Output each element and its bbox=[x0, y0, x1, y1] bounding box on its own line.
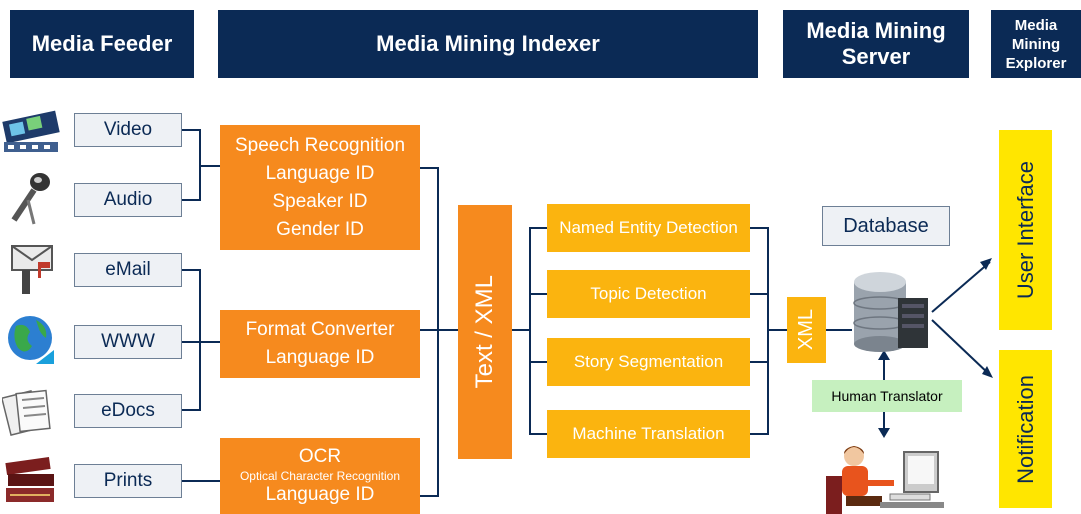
ocr-language-id: Language ID bbox=[265, 484, 375, 505]
books-icon bbox=[5, 456, 54, 502]
header-explorer-line1: Media bbox=[1014, 16, 1058, 34]
ocr-title: OCR bbox=[298, 446, 342, 467]
speech-processor-box: Speech Recognition Language ID Speaker I… bbox=[220, 125, 420, 250]
header-media-mining-server: Media Mining Server bbox=[783, 10, 969, 78]
speech-line-2: Language ID bbox=[265, 162, 375, 184]
documents-icon bbox=[2, 389, 51, 436]
database-label: Database bbox=[843, 214, 929, 237]
globe-icon bbox=[8, 316, 54, 364]
format-processor-box: Format Converter Language ID bbox=[220, 310, 420, 378]
ocr-subtitle: Optical Character Recognition bbox=[239, 469, 401, 483]
header-media-feeder: Media Feeder bbox=[10, 10, 194, 78]
source-video: Video bbox=[74, 113, 182, 147]
connector-analysis-left bbox=[529, 227, 547, 435]
format-line-1: Format Converter bbox=[245, 319, 395, 340]
header-media-mining-explorer: Media Mining Explorer bbox=[991, 10, 1081, 78]
translator-person-icon bbox=[826, 446, 944, 514]
source-edocs: eDocs bbox=[74, 394, 182, 428]
source-edocs-label: eDocs bbox=[101, 400, 155, 421]
analysis-label-0: Named Entity Detection bbox=[559, 218, 738, 237]
source-audio-label: Audio bbox=[103, 189, 153, 210]
user-interface-box: User Interface bbox=[999, 130, 1052, 330]
source-www: WWW bbox=[74, 325, 182, 359]
header-media-feeder-label: Media Feeder bbox=[31, 31, 173, 56]
header-server-line2: Server bbox=[841, 44, 911, 69]
format-line-2: Language ID bbox=[265, 347, 375, 368]
microphone-icon bbox=[11, 173, 50, 225]
analysis-label-3: Machine Translation bbox=[572, 424, 725, 443]
text-xml-box: Text / XML bbox=[458, 205, 512, 459]
connector-email-edocs bbox=[182, 269, 201, 411]
analysis-label-1: Topic Detection bbox=[590, 284, 707, 303]
user-interface-label: User Interface bbox=[1012, 160, 1038, 300]
notification-label: Notification bbox=[1012, 374, 1038, 484]
speech-line-1: Speech Recognition bbox=[234, 134, 406, 156]
arrow-to-notification bbox=[931, 319, 991, 376]
ocr-processor-box: OCR Optical Character Recognition Langua… bbox=[220, 438, 420, 514]
header-explorer-line3: Explorer bbox=[1005, 54, 1067, 72]
connector-analysis-right bbox=[750, 227, 769, 435]
text-xml-label: Text / XML bbox=[471, 275, 498, 389]
speech-line-4: Gender ID bbox=[276, 218, 364, 240]
speech-line-3: Speaker ID bbox=[272, 190, 368, 212]
connector-video-audio bbox=[182, 129, 201, 201]
topic-detection-box: Topic Detection bbox=[547, 270, 750, 318]
header-explorer-line2: Mining bbox=[1011, 35, 1061, 53]
xml-label: XML bbox=[795, 309, 817, 351]
source-email: eMail bbox=[74, 253, 182, 287]
header-media-mining-indexer-label: Media Mining Indexer bbox=[376, 31, 600, 56]
arrow-to-user-interface bbox=[931, 261, 991, 313]
source-www-label: WWW bbox=[101, 331, 155, 352]
mailbox-icon bbox=[11, 245, 53, 294]
connector-speech-text bbox=[420, 167, 439, 497]
source-prints: Prints bbox=[74, 464, 182, 498]
named-entity-detection-box: Named Entity Detection bbox=[547, 204, 750, 252]
notification-box: Notification bbox=[999, 350, 1052, 508]
database-label-box: Database bbox=[822, 206, 950, 246]
source-email-label: eMail bbox=[105, 259, 151, 280]
xml-box: XML bbox=[787, 297, 826, 363]
source-video-label: Video bbox=[103, 119, 153, 140]
header-media-mining-indexer: Media Mining Indexer bbox=[218, 10, 758, 78]
story-segmentation-box: Story Segmentation bbox=[547, 338, 750, 386]
human-translator-box: Human Translator bbox=[812, 380, 962, 412]
human-translator-label: Human Translator bbox=[831, 388, 943, 404]
source-audio: Audio bbox=[74, 183, 182, 217]
machine-translation-box: Machine Translation bbox=[547, 410, 750, 458]
film-reel-icon bbox=[2, 110, 60, 152]
header-server-line1: Media Mining bbox=[806, 18, 946, 43]
source-prints-label: Prints bbox=[103, 470, 153, 491]
analysis-label-2: Story Segmentation bbox=[573, 352, 724, 371]
database-server-icon bbox=[853, 272, 928, 352]
